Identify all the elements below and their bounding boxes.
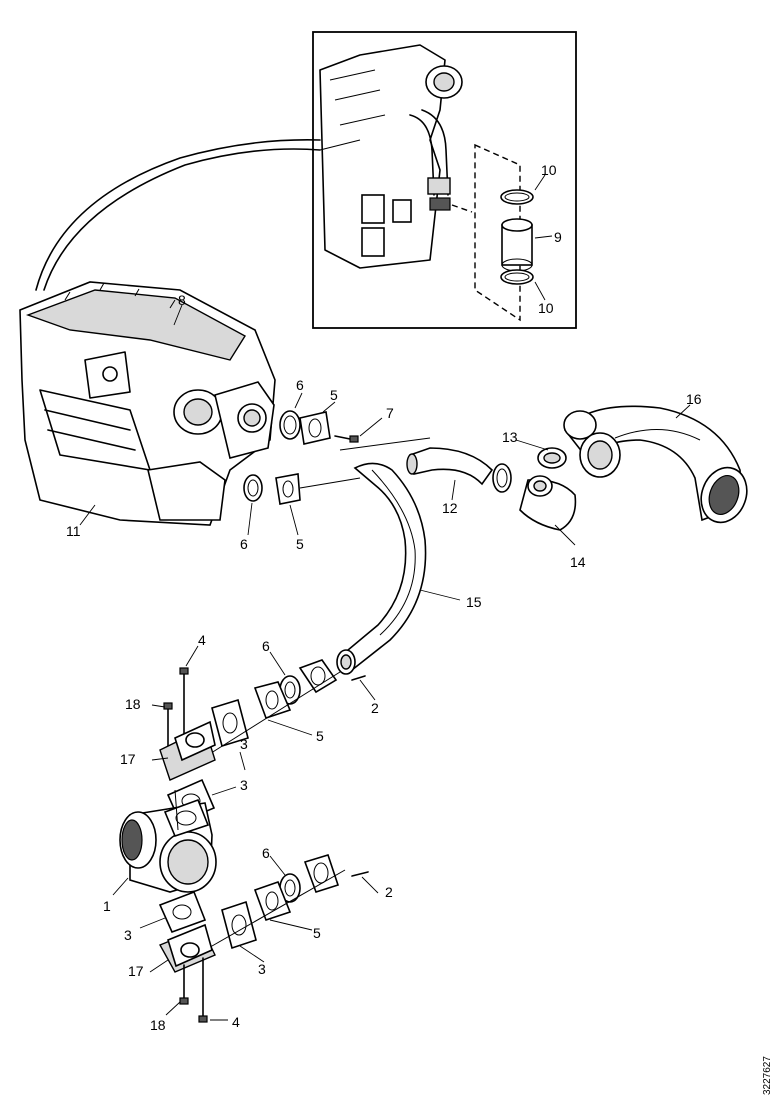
- callout-11: 11: [66, 523, 81, 539]
- callout-1: 1: [103, 898, 111, 914]
- clamp-13: [492, 439, 567, 493]
- callout-7: 7: [386, 405, 394, 421]
- callout-10-top: 10: [541, 162, 557, 178]
- callout-6-upper: 6: [296, 377, 304, 393]
- callout-18-top: 18: [125, 696, 141, 712]
- callout-16: 16: [686, 391, 702, 407]
- callout-3-upper: 3: [240, 777, 248, 793]
- callout-17-top: 17: [120, 751, 136, 767]
- callout-4-bottom: 4: [232, 1014, 240, 1030]
- callout-10-bottom: 10: [538, 300, 554, 316]
- hose-15: [336, 462, 461, 675]
- lower-bracket-17: [139, 890, 265, 1023]
- callout-4-top: 4: [198, 632, 206, 648]
- elbow-14: [519, 475, 577, 546]
- callout-5-pump-upper: 5: [316, 728, 324, 744]
- manifold-outlet-seals-upper: [279, 392, 383, 445]
- callout-3-lower: 3: [258, 961, 266, 977]
- callout-14: 14: [570, 554, 586, 570]
- callout-labels: 10 9 10 8 6 5 7 16 13 11 6 5 12 14 15 4 …: [66, 162, 702, 1033]
- callout-3-upper-right: 3: [240, 736, 248, 752]
- callout-9: 9: [554, 229, 562, 245]
- engine-manifold-assembly: [19, 281, 276, 526]
- manifold-outlet-seals-lower: [243, 473, 301, 536]
- callout-12: 12: [442, 500, 458, 516]
- pump-1: [112, 789, 217, 896]
- callout-17-bottom: 17: [128, 963, 144, 979]
- callout-8: 8: [178, 292, 186, 308]
- detail-pointer-arc: [35, 139, 321, 291]
- callout-6-lower: 6: [240, 536, 248, 552]
- callout-3-lower-left: 3: [124, 927, 132, 943]
- callout-5-upper: 5: [330, 387, 338, 403]
- callout-13: 13: [502, 429, 518, 445]
- hose-16: [563, 404, 748, 524]
- callout-6-pump-upper: 6: [262, 638, 270, 654]
- callout-2-upper: 2: [371, 700, 379, 716]
- pipe-12: [406, 447, 494, 501]
- callout-15: 15: [466, 594, 482, 610]
- callout-5-pump-lower: 5: [313, 925, 321, 941]
- callout-6-pump-lower: 6: [262, 845, 270, 861]
- reference-number: 3227627: [762, 1056, 773, 1095]
- upper-pump-seals: [199, 651, 376, 761]
- callout-18-bottom: 18: [150, 1017, 166, 1033]
- alignment-lines: [299, 437, 431, 489]
- lower-pump-seals: [204, 854, 379, 951]
- callout-2-lower: 2: [385, 884, 393, 900]
- inset-detail: [312, 31, 577, 329]
- callout-5-lower: 5: [296, 536, 304, 552]
